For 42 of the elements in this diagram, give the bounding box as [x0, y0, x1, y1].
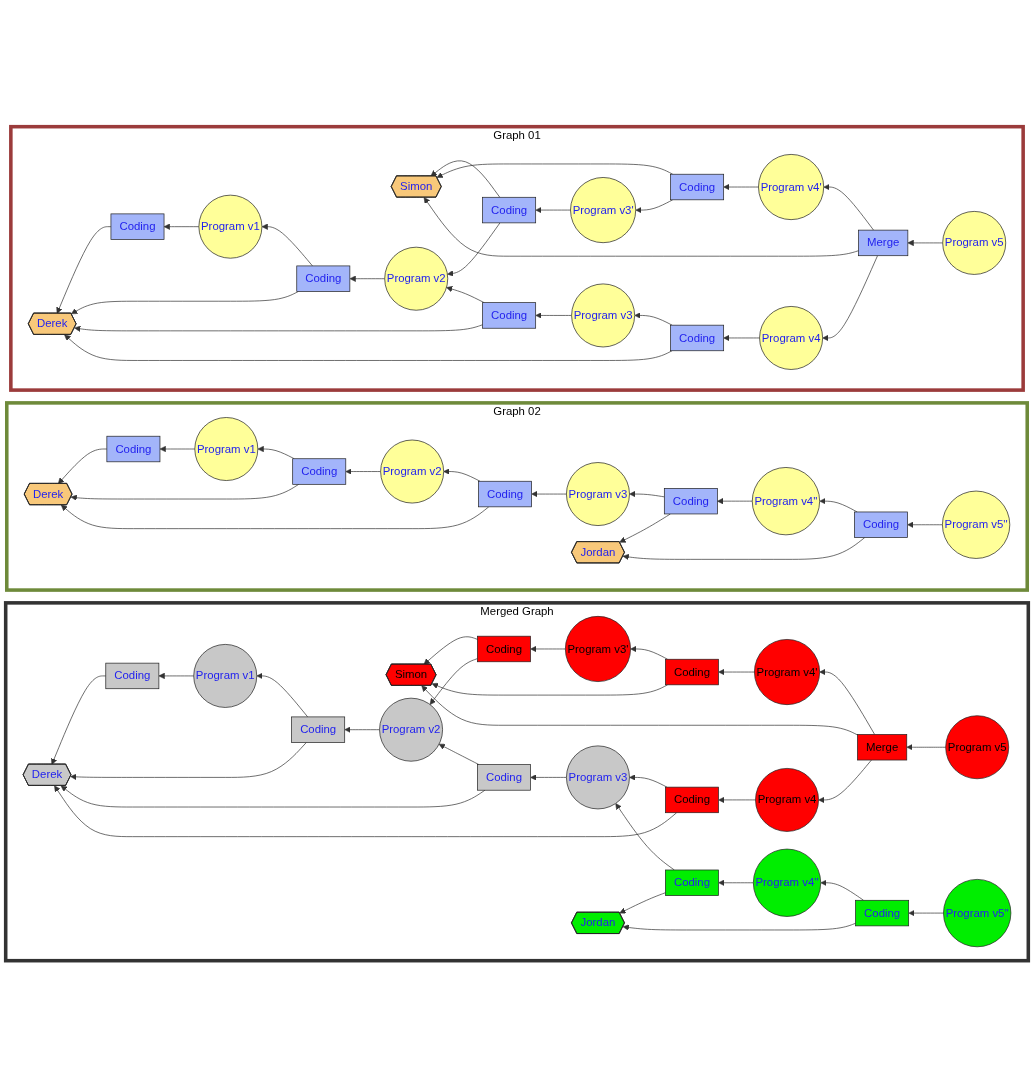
node-box: Coding — [106, 435, 161, 462]
node-circle: Program v2 — [380, 439, 445, 504]
node-box: Coding — [477, 635, 531, 662]
node-box: Coding — [665, 658, 719, 685]
node-circle: Program v3' — [565, 615, 631, 682]
node-circle: Program v4 — [755, 767, 819, 832]
node-box: Merge — [857, 733, 908, 761]
node-circle: Program v5'' — [943, 878, 1012, 947]
node-box: Merge — [858, 229, 909, 256]
node-box: Coding — [665, 869, 719, 896]
node-box: Coding — [665, 786, 719, 813]
node-box: Coding — [292, 458, 347, 485]
node-circle: Program v4' — [758, 153, 825, 220]
node-box: Coding — [670, 173, 724, 200]
node-circle: Program v2 — [379, 697, 443, 762]
node-box: Coding — [855, 899, 909, 927]
node-circle: Program v4' — [754, 638, 820, 705]
node-box: Coding — [291, 716, 346, 743]
node-circle: Program v5 — [945, 715, 1010, 779]
node-box: Coding — [482, 196, 537, 224]
node-circle: Program v1 — [193, 643, 258, 708]
node-box: Coding — [854, 511, 908, 538]
node-box: Coding — [105, 662, 160, 689]
node-box: Coding — [482, 302, 537, 329]
node-circle: Program v3 — [571, 283, 635, 348]
node-box: Coding — [477, 764, 531, 791]
node-circle: Program v5 — [942, 210, 1007, 275]
node-box: Coding — [110, 213, 165, 240]
node-box: Coding — [663, 487, 718, 515]
node-circle: Program v4 — [759, 305, 823, 370]
node-circle: Program v1 — [198, 194, 263, 259]
node-circle: Program v2 — [384, 246, 449, 311]
node-circle: Program v5'' — [942, 490, 1011, 559]
node-circle: Program v4'' — [752, 848, 822, 917]
node-box: Coding — [296, 265, 351, 292]
node-box: Coding — [478, 480, 532, 507]
node-circle: Program v1 — [194, 416, 259, 481]
node-circle: Program v3 — [566, 745, 630, 810]
node-circle: Program v4'' — [751, 466, 820, 536]
node-box: Coding — [670, 324, 724, 351]
node-circle: Program v3 — [566, 461, 630, 526]
node-circle: Program v3' — [570, 176, 637, 243]
